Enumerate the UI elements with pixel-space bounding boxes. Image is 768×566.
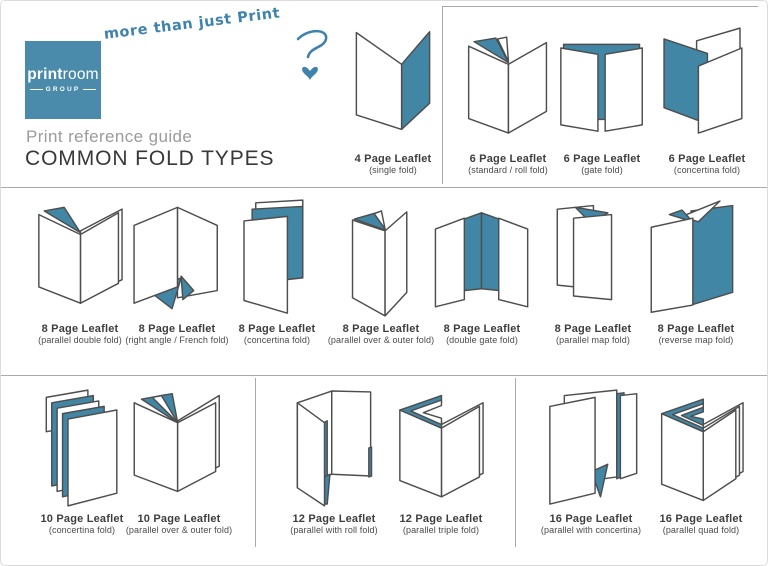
double-gate-fold-figure bbox=[434, 212, 529, 308]
fold-title: 16 Page Leaflet bbox=[659, 513, 743, 525]
fold-subtitle: (parallel over & outer fold) bbox=[327, 335, 435, 345]
fold-subtitle: (parallel double fold) bbox=[38, 335, 122, 345]
curly-arrow-heart-icon bbox=[296, 29, 328, 80]
fold-card-8pp-parallel-double: 8 Page Leaflet (parallel double fold) bbox=[18, 197, 142, 346]
fold-title: 8 Page Leaflet bbox=[342, 323, 420, 335]
fold-title: 4 Page Leaflet bbox=[354, 153, 432, 165]
logo-rule-right bbox=[83, 89, 97, 90]
gate-fold-figure bbox=[560, 43, 643, 132]
reverse-map-fold-figure bbox=[650, 200, 734, 313]
fold-card-8pp-french: 8 Page Leaflet (right angle / French fol… bbox=[115, 197, 239, 346]
page-title: COMMON FOLD TYPES bbox=[25, 147, 275, 170]
logo-group-label: GROUP bbox=[45, 86, 81, 93]
logo-rule-left bbox=[29, 89, 43, 90]
fold-subtitle: (parallel with concertina) bbox=[540, 525, 642, 535]
fold-card-8pp-concertina: 8 Page Leaflet (concertina fold) bbox=[215, 197, 339, 346]
fold-card-8pp-double-gate: 8 Page Leaflet (double gate fold) bbox=[420, 197, 544, 346]
parallel-with-roll-fold-figure bbox=[296, 390, 373, 507]
fold-subtitle: (concertina fold) bbox=[673, 165, 741, 175]
divider-top-right bbox=[442, 6, 758, 7]
fold-card-6pp-concertina: 6 Page Leaflet (concertina fold) bbox=[651, 23, 763, 176]
fold-title: 10 Page Leaflet bbox=[40, 513, 124, 525]
fold-subtitle: (parallel over & outer fold) bbox=[125, 525, 233, 535]
fold-title: 8 Page Leaflet bbox=[41, 323, 119, 335]
fold-title: 8 Page Leaflet bbox=[554, 323, 632, 335]
fold-subtitle: (parallel map fold) bbox=[556, 335, 630, 345]
concertina-fold-figure bbox=[663, 27, 743, 134]
fold-title: 8 Page Leaflet bbox=[657, 323, 735, 335]
parallel-double-fold-figure bbox=[38, 206, 123, 304]
divider-row1-row2 bbox=[1, 187, 767, 188]
parallel-over-outer-fold-figure bbox=[351, 210, 408, 317]
fold-card-8pp-map: 8 Page Leaflet (parallel map fold) bbox=[531, 197, 655, 346]
fold-card-4pp-single: 4 Page Leaflet (single fold) bbox=[337, 23, 449, 176]
divider-row3-b bbox=[515, 378, 516, 547]
fold-title: 8 Page Leaflet bbox=[443, 323, 521, 335]
fold-subtitle: (right angle / French fold) bbox=[125, 335, 229, 345]
fold-card-6pp-gate: 6 Page Leaflet (gate fold) bbox=[546, 23, 658, 176]
printroom-logo: printroom GROUP bbox=[25, 41, 101, 119]
fold-title: 6 Page Leaflet bbox=[668, 153, 746, 165]
fold-title: 12 Page Leaflet bbox=[399, 513, 483, 525]
fold-title: 8 Page Leaflet bbox=[238, 323, 316, 335]
brand-tagline: more than just Print bbox=[103, 5, 282, 43]
fold-subtitle: (gate fold) bbox=[581, 165, 623, 175]
fold-card-16pp-concertina: 16 Page Leaflet (parallel with concertin… bbox=[529, 387, 653, 536]
divider-row2-row3 bbox=[1, 375, 767, 376]
fold-subtitle: (parallel with roll fold) bbox=[290, 525, 378, 535]
parallel-map-fold-figure bbox=[556, 204, 613, 301]
divider-row3-a bbox=[255, 378, 256, 547]
fold-title: 16 Page Leaflet bbox=[549, 513, 633, 525]
logo-group-line: GROUP bbox=[29, 86, 97, 93]
fold-title: 6 Page Leaflet bbox=[469, 153, 547, 165]
fold-subtitle: (single fold) bbox=[369, 165, 417, 175]
divider-row1-vertical bbox=[442, 6, 443, 184]
parallel-with-concertina-figure bbox=[549, 389, 638, 505]
concertina-fold-8-figure bbox=[243, 199, 304, 314]
fold-subtitle: (standard / roll fold) bbox=[468, 165, 548, 175]
fold-subtitle: (concertina fold) bbox=[243, 335, 311, 345]
fold-subtitle: (reverse map fold) bbox=[658, 335, 734, 345]
fold-card-8pp-reverse-map: 8 Page Leaflet (reverse map fold) bbox=[634, 197, 758, 346]
logo-wordmark: printroom bbox=[27, 66, 99, 83]
parallel-triple-fold-figure bbox=[399, 394, 484, 498]
standard-roll-fold-figure bbox=[467, 36, 548, 134]
fold-card-10pp-concertina: 10 Page Leaflet (concertina fold) bbox=[20, 387, 144, 536]
fold-title: 12 Page Leaflet bbox=[292, 513, 376, 525]
fold-card-12pp-roll: 12 Page Leaflet (parallel with roll fold… bbox=[272, 387, 396, 536]
header-subtitle: Print reference guide bbox=[26, 127, 193, 146]
single-fold-figure bbox=[355, 31, 431, 131]
parallel-quad-fold-figure bbox=[660, 398, 744, 502]
fold-subtitle: (concertina fold) bbox=[48, 525, 116, 535]
fold-card-16pp-quad: 16 Page Leaflet (parallel quad fold) bbox=[639, 387, 763, 536]
concertina-fold-10-figure bbox=[45, 389, 118, 507]
fold-title: 8 Page Leaflet bbox=[138, 323, 216, 335]
fold-title: 10 Page Leaflet bbox=[137, 513, 221, 525]
fold-subtitle: (parallel triple fold) bbox=[402, 525, 480, 535]
right-angle-french-fold-figure bbox=[133, 206, 218, 310]
fold-card-12pp-triple: 12 Page Leaflet (parallel triple fold) bbox=[379, 387, 503, 536]
fold-card-8pp-over-outer: 8 Page Leaflet (parallel over & outer fo… bbox=[319, 197, 443, 346]
fold-title: 6 Page Leaflet bbox=[563, 153, 641, 165]
fold-subtitle: (parallel quad fold) bbox=[662, 525, 740, 535]
parallel-over-outer-fold-10-figure bbox=[133, 393, 220, 493]
fold-subtitle: (double gate fold) bbox=[446, 335, 518, 345]
fold-card-10pp-over-outer: 10 Page Leaflet (parallel over & outer f… bbox=[117, 387, 241, 536]
fold-card-6pp-roll: 6 Page Leaflet (standard / roll fold) bbox=[452, 23, 564, 176]
